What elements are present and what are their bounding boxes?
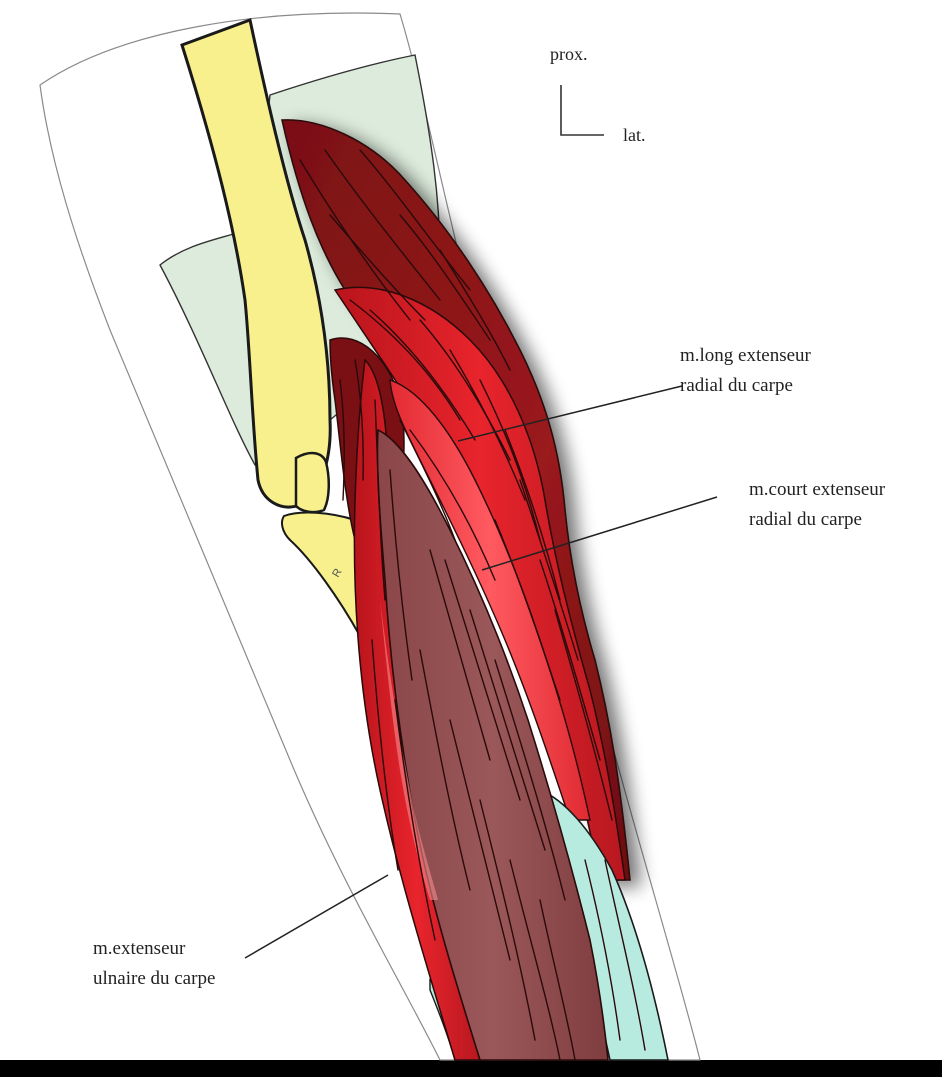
orientation-proximal-label: prox. <box>550 44 588 64</box>
label-ulnar-extensor-line2: ulnaire du carpe <box>93 968 215 989</box>
label-long-extensor-line1: m.long extenseur <box>680 345 812 366</box>
label-long-extensor-line2: radial du carpe <box>680 375 793 396</box>
label-short-extensor-line1: m.court extenseur <box>749 479 886 500</box>
label-ulnar-extensor-line1: m.extenseur <box>93 938 186 959</box>
radius-head <box>296 453 329 512</box>
orientation-lateral-label: lat. <box>623 125 646 145</box>
label-short-extensor-line2: radial du carpe <box>749 509 862 530</box>
